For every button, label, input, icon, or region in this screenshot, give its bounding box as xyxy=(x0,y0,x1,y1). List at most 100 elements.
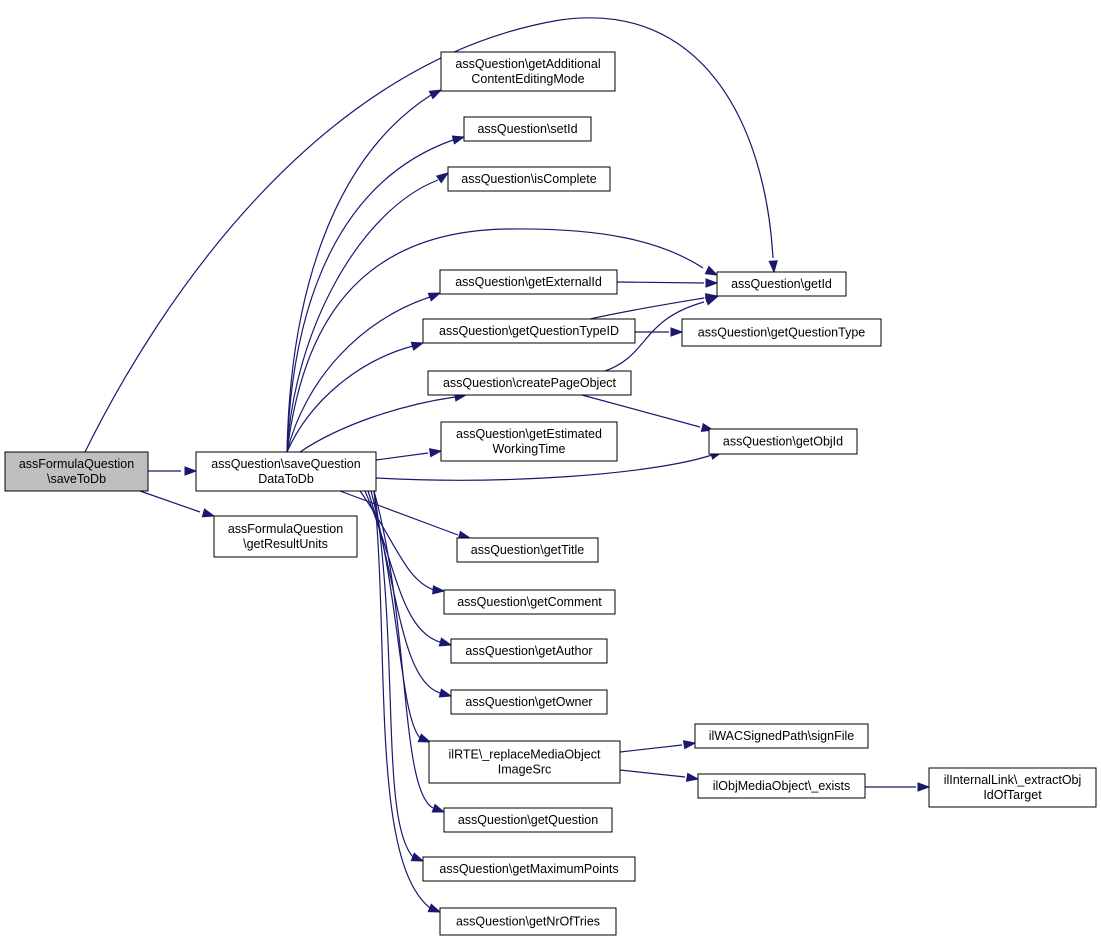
arrowhead-save-to-comment xyxy=(432,585,446,595)
node-box xyxy=(427,370,632,396)
node-label: ContentEditingMode xyxy=(471,72,584,86)
node-label: assQuestion\getAuthor xyxy=(465,644,592,658)
arrowhead-createPage-to-getId xyxy=(704,296,719,306)
edge-save-to-externalId xyxy=(286,296,431,453)
edge-createPage-to-getId xyxy=(604,301,705,372)
node-label: assQuestion\createPageObject xyxy=(443,376,617,390)
node-label: ilObjMediaObject\_exists xyxy=(713,779,851,793)
node-resultUnits[interactable]: assFormulaQuestion\getResultUnits xyxy=(213,515,358,558)
node-maxPoints[interactable]: assQuestion\getMaximumPoints xyxy=(422,856,636,882)
arrowhead-save-to-estimated xyxy=(428,448,443,458)
node-typeId[interactable]: assQuestion\getQuestionTypeID xyxy=(422,318,636,344)
node-box xyxy=(697,773,866,799)
arrowhead-save-to-isComplete xyxy=(435,172,450,184)
node-externalId[interactable]: assQuestion\getExternalId xyxy=(439,269,618,295)
call-graph-nodes: assFormulaQuestion\saveToDb assQuestion\s… xyxy=(4,51,1097,936)
node-box xyxy=(716,271,847,297)
edge-externalId-to-getId xyxy=(616,281,705,284)
node-box xyxy=(422,856,636,882)
node-box xyxy=(439,907,617,936)
node-box xyxy=(213,515,358,558)
arrowhead-root-to-getId xyxy=(768,260,778,274)
node-label: assQuestion\getNrOfTries xyxy=(456,915,600,929)
node-box xyxy=(440,421,618,462)
arrowhead-save-to-author xyxy=(438,637,453,647)
arrowhead-save-to-nrTries xyxy=(427,903,442,913)
node-label: ilWACSignedPath\signFile xyxy=(709,729,854,743)
node-comment[interactable]: assQuestion\getComment xyxy=(443,589,616,615)
node-label: IdOfTarget xyxy=(983,788,1042,802)
edge-save-to-addContent xyxy=(286,94,432,453)
node-label: assQuestion\getQuestionTypeID xyxy=(439,324,619,338)
node-question[interactable]: assQuestion\getQuestion xyxy=(443,807,613,833)
node-label: assQuestion\isComplete xyxy=(461,172,597,186)
node-label: assQuestion\getQuestionType xyxy=(698,326,866,340)
node-label: DataToDb xyxy=(258,472,314,486)
node-nrTries[interactable]: assQuestion\getNrOfTries xyxy=(439,907,617,936)
node-label: ilRTE\_replaceMediaObject xyxy=(449,748,601,762)
node-box xyxy=(443,589,616,615)
edge-save-to-comment xyxy=(359,490,435,591)
node-label: assQuestion\getQuestion xyxy=(458,813,598,827)
arrowhead-typeId-to-questionType xyxy=(670,327,684,337)
node-createPage[interactable]: assQuestion\createPageObject xyxy=(427,370,632,396)
node-box xyxy=(708,428,858,455)
arrowhead-save-to-addContent xyxy=(428,89,443,100)
node-box xyxy=(450,689,608,715)
node-getId[interactable]: assQuestion\getId xyxy=(716,271,847,297)
edge-save-to-author xyxy=(364,490,441,643)
node-label: assQuestion\getEstimated xyxy=(456,427,602,441)
node-setId[interactable]: assQuestion\setId xyxy=(463,116,592,142)
arrowhead-save-to-externalId xyxy=(427,292,442,302)
node-label: assQuestion\setId xyxy=(477,122,577,136)
arrowhead-save-to-rte xyxy=(417,733,432,743)
edge-rte-to-exists xyxy=(619,769,686,778)
edge-save-to-createPage xyxy=(299,396,456,453)
node-box xyxy=(928,767,1097,808)
edge-save-to-rte xyxy=(370,490,421,739)
arrowhead-rte-to-signFile xyxy=(682,740,697,750)
edge-save-to-setId xyxy=(286,139,454,453)
arrowhead-exists-to-extract xyxy=(917,782,931,792)
node-box xyxy=(4,451,149,492)
arrowhead-save-to-owner xyxy=(438,688,453,698)
node-box xyxy=(195,451,377,492)
node-label: ilInternalLink\_extractObj xyxy=(944,773,1082,787)
node-box xyxy=(422,318,636,344)
edge-typeId-to-getId xyxy=(589,297,705,320)
node-label: assQuestion\getOwner xyxy=(465,695,592,709)
node-title[interactable]: assQuestion\getTitle xyxy=(456,537,599,563)
node-box xyxy=(440,51,616,92)
node-label: assQuestion\getAdditional xyxy=(455,57,600,71)
node-root[interactable]: assFormulaQuestion\saveToDb xyxy=(4,451,149,492)
node-exists[interactable]: ilObjMediaObject\_exists xyxy=(697,773,866,799)
node-box xyxy=(443,807,613,833)
node-label: assQuestion\getComment xyxy=(457,595,602,609)
node-author[interactable]: assQuestion\getAuthor xyxy=(450,638,608,664)
node-objId[interactable]: assQuestion\getObjId xyxy=(708,428,858,455)
node-addContent[interactable]: assQuestion\getAdditionalContentEditingM… xyxy=(440,51,616,92)
arrowhead-save-to-typeId xyxy=(410,341,425,351)
arrowhead-save-to-setId xyxy=(451,135,466,145)
edge-rte-to-signFile xyxy=(619,744,683,753)
node-owner[interactable]: assQuestion\getOwner xyxy=(450,689,608,715)
node-label: assQuestion\getId xyxy=(731,277,832,291)
node-label: \getResultUnits xyxy=(243,537,328,551)
edge-root-to-getId xyxy=(84,17,774,453)
node-questionType[interactable]: assQuestion\getQuestionType xyxy=(681,318,882,347)
node-label: assQuestion\saveQuestion xyxy=(211,457,360,471)
arrowhead-save-to-question xyxy=(431,803,446,813)
node-label: assQuestion\getMaximumPoints xyxy=(439,862,618,876)
edge-save-to-getId xyxy=(286,228,704,453)
node-signFile[interactable]: ilWACSignedPath\signFile xyxy=(694,723,869,749)
edge-save-to-owner xyxy=(367,490,441,694)
node-label: assFormulaQuestion xyxy=(228,522,343,536)
node-box xyxy=(463,116,592,142)
node-box xyxy=(439,269,618,295)
node-isComplete[interactable]: assQuestion\isComplete xyxy=(447,166,611,192)
